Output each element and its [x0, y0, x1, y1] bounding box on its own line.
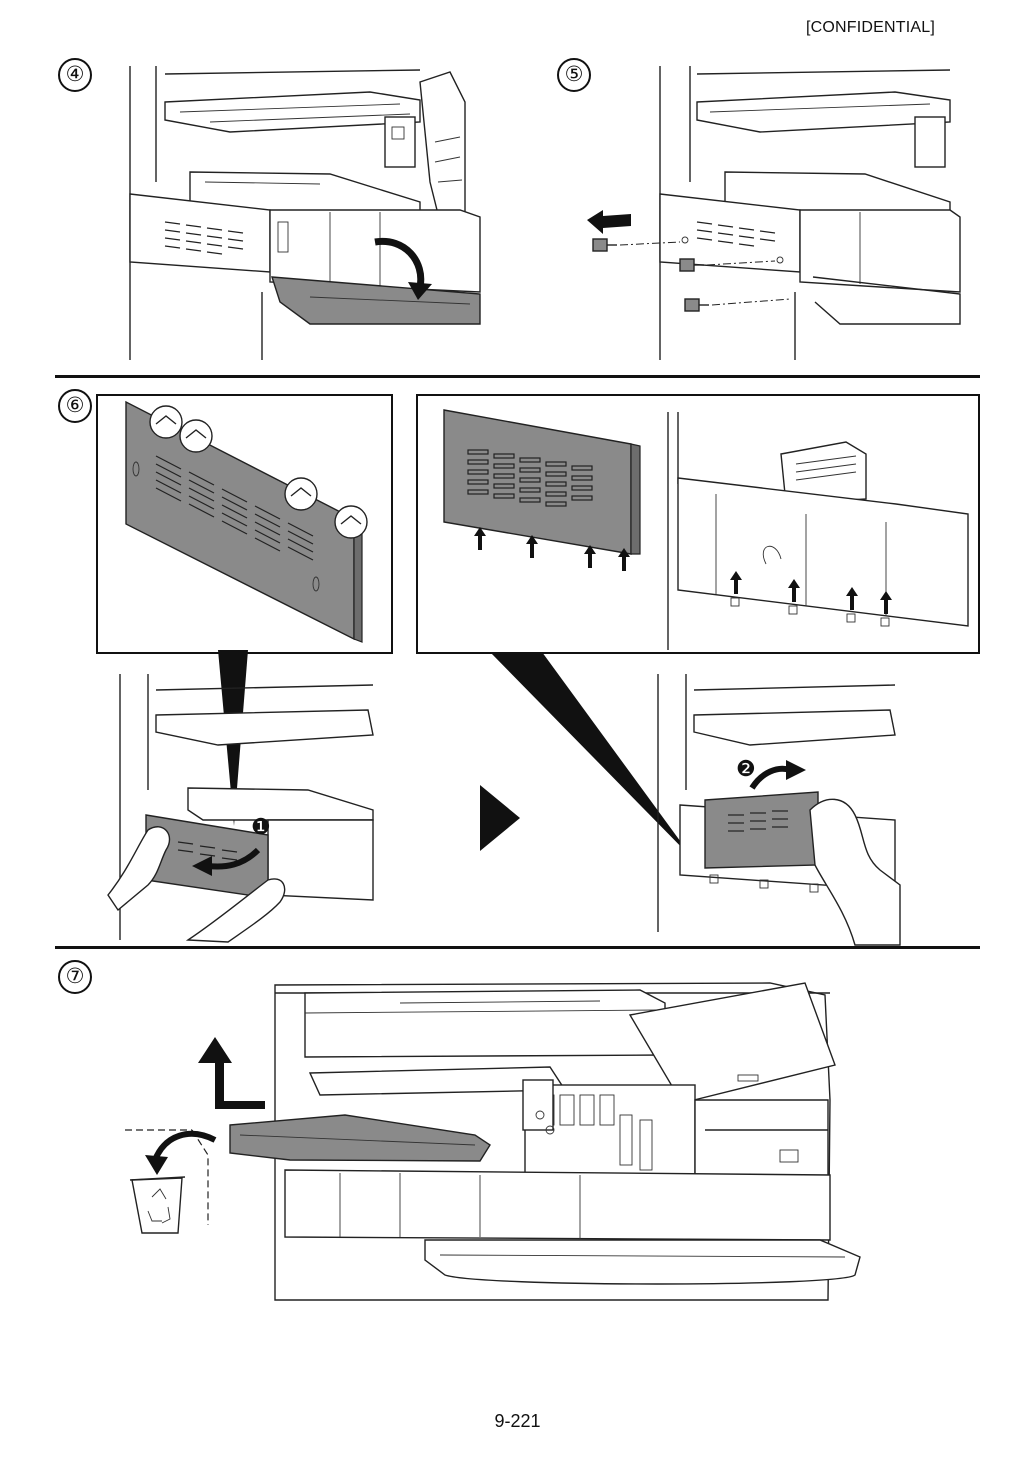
- section-divider-1: [55, 375, 980, 378]
- step-number-5: ⑤: [557, 58, 591, 92]
- step-5-illustration: [587, 66, 961, 360]
- recycle-bin-icon: [129, 1176, 186, 1234]
- step-4-illustration: [129, 66, 481, 360]
- sub-step-marker-2: ❷: [736, 756, 756, 781]
- panel-hooks-illustration: [125, 400, 368, 643]
- step-number-7: ⑦: [58, 960, 92, 994]
- section-divider-2: [55, 946, 980, 949]
- confidential-label: [CONFIDENTIAL]: [805, 19, 935, 36]
- step-7-illustration: [125, 982, 861, 1301]
- panel-insert-illustration: [443, 409, 969, 650]
- step-6-remove-illustration: [107, 674, 374, 943]
- play-triangle-icon: [480, 785, 520, 851]
- arrow-icon: [587, 210, 631, 234]
- sub-step-marker-1: ❶: [251, 814, 271, 839]
- step-6-lift-illustration: [657, 674, 901, 946]
- step-number-4: ④: [58, 58, 92, 92]
- step-number-6: ⑥: [58, 389, 92, 423]
- page-number: 9-221: [494, 1411, 541, 1431]
